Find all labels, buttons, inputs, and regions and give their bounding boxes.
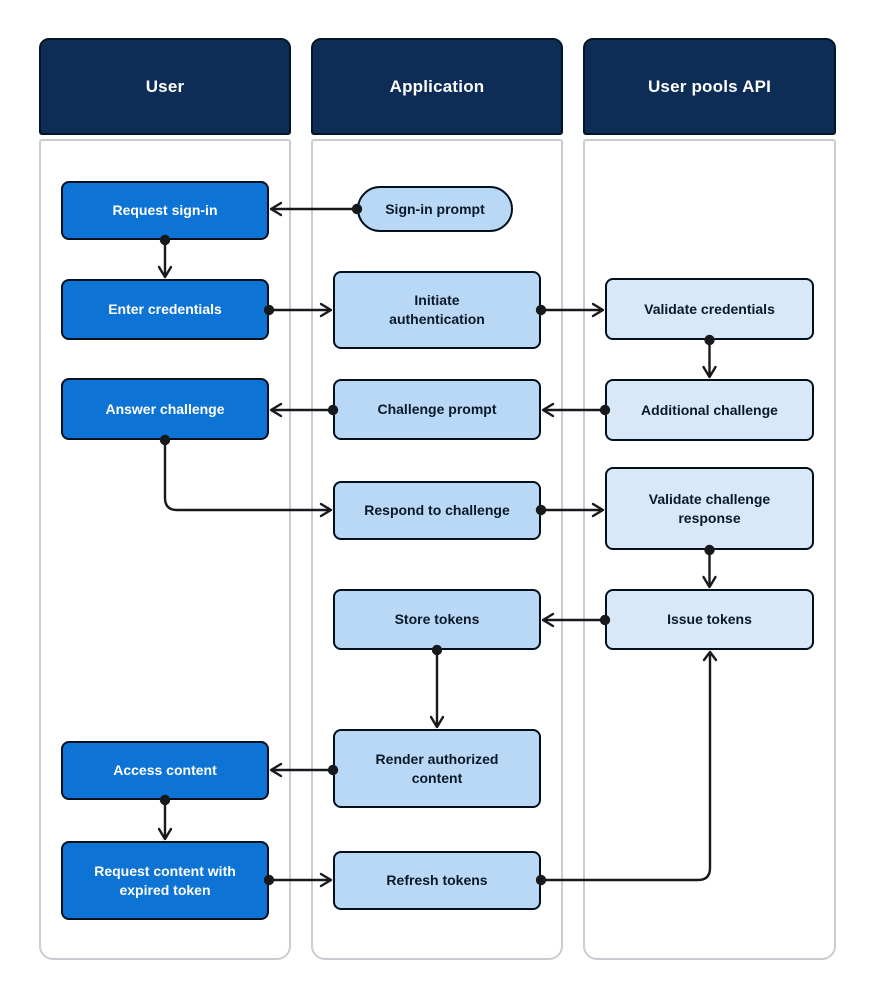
node-label: Answer challenge [105, 400, 225, 417]
node-request-sign-in: Request sign-in [61, 181, 269, 240]
node-label: Request sign-in [112, 202, 218, 219]
lane-header-user: User [39, 38, 291, 135]
node-challenge-prompt: Challenge prompt [333, 379, 541, 440]
lane-header-user-pools-api: User pools API [583, 38, 836, 135]
node-answer-challenge: Answer challenge [61, 378, 269, 440]
node-validate-credentials: Validate credentials [605, 278, 814, 340]
node-respond-to-challenge: Respond to challenge [333, 481, 541, 540]
node-label: Respond to challenge [364, 502, 510, 519]
node-label: Enter credentials [108, 301, 222, 318]
node-access-content: Access content [61, 741, 269, 800]
node-label: Store tokens [394, 611, 480, 628]
lane-header-application: Application [311, 38, 563, 135]
lane-title-user-pools-api: User pools API [647, 76, 772, 96]
lane-title-user: User [145, 76, 185, 96]
node-label: Validate credentials [644, 300, 775, 317]
node-label: Additional challenge [641, 401, 778, 418]
node-label: Challenge prompt [377, 401, 497, 418]
node-validate-challenge-response: Validate challenge response [605, 467, 814, 550]
node-enter-credentials: Enter credentials [61, 279, 269, 340]
lane-title-application: Application [389, 76, 485, 96]
node-label: Render authorized content [375, 750, 499, 786]
node-additional-challenge: Additional challenge [605, 379, 814, 441]
node-sign-in-prompt: Sign-in prompt [357, 186, 513, 232]
node-label: Validate challenge response [648, 490, 771, 526]
node-refresh-tokens: Refresh tokens [333, 851, 541, 910]
node-label: Sign-in prompt [385, 200, 485, 217]
lane-body-user [39, 139, 291, 960]
lane-body-application [311, 139, 563, 960]
node-label: Refresh tokens [386, 872, 488, 889]
node-initiate-authentication: Initiate authentication [333, 271, 541, 349]
node-render-authorized-content: Render authorized content [333, 729, 541, 808]
node-store-tokens: Store tokens [333, 589, 541, 650]
node-request-content-with-expired-token: Request content with expired token [61, 841, 269, 920]
node-issue-tokens: Issue tokens [605, 589, 814, 650]
node-label: Request content with expired token [94, 862, 236, 898]
node-label: Issue tokens [667, 611, 752, 628]
node-label: Access content [113, 762, 217, 779]
node-label: Initiate authentication [389, 292, 485, 327]
